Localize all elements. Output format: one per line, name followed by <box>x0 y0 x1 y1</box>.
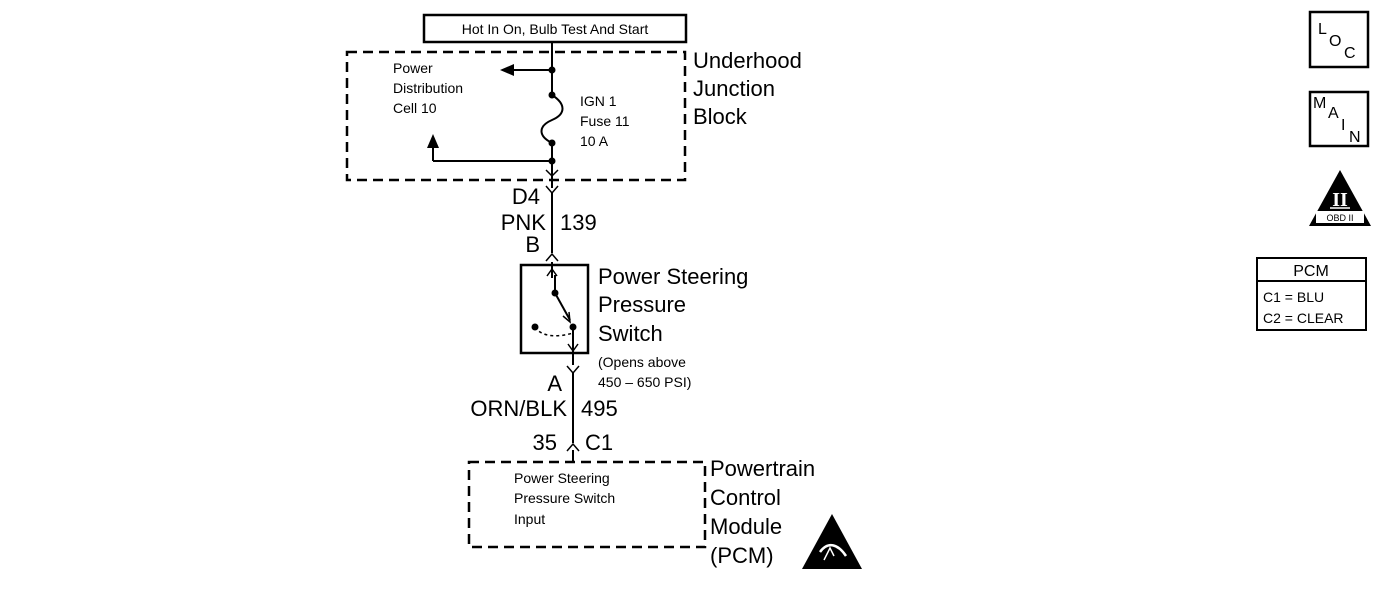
wire-color-orn-blk: ORN/BLK <box>470 396 567 421</box>
power-source-box <box>422 13 688 44</box>
svg-text:C: C <box>1344 45 1356 62</box>
fuse-symbol <box>540 94 564 144</box>
pcm-block <box>467 460 707 549</box>
switch-note: (Opens above 450 – 650 PSI) <box>598 354 691 390</box>
circuit-139: 139 <box>560 210 597 235</box>
pcm-title: Powertrain Control Module (PCM) <box>710 456 821 568</box>
svg-text:N: N <box>1349 129 1361 146</box>
pcm-connector-legend: PCM C1 = BLU C2 = CLEAR <box>1256 257 1367 331</box>
underhood-title: Underhood Junction Block <box>693 48 808 129</box>
svg-text:I: I <box>1341 117 1345 134</box>
fuse-label: IGN 1 Fuse 11 10 A <box>580 93 633 149</box>
pcm-input-label: Power Steering Pressure Switch Input <box>514 470 619 527</box>
obd-numeral: II <box>1332 189 1348 211</box>
obd-label: OBD II <box>1326 213 1353 223</box>
connector-a-label: A <box>547 371 562 396</box>
connector-b-symbol <box>545 252 559 262</box>
circuit-495: 495 <box>581 396 618 421</box>
connector-b-label: B <box>525 232 540 257</box>
svg-text:O: O <box>1329 33 1341 50</box>
svg-text:L: L <box>1318 21 1327 38</box>
underhood-junction-block <box>345 50 687 182</box>
pcm-legend-row-c2: C2 = CLEAR <box>1263 310 1344 326</box>
obd-ii-icon[interactable]: II OBD II <box>1309 170 1371 226</box>
connector-c1-label: C1 <box>585 430 613 455</box>
power-distribution-label: Power Distribution Cell 10 <box>393 60 467 116</box>
esd-warning-icon <box>802 514 862 569</box>
arrow-left-icon <box>500 64 514 76</box>
connector-d4-label: D4 <box>512 184 540 209</box>
pin-35-label: 35 <box>533 430 557 455</box>
pcm-legend-header: PCM <box>1293 263 1329 280</box>
loc-icon[interactable]: L O C <box>1308 10 1370 69</box>
svg-text:A: A <box>1328 105 1339 122</box>
arrow-up-icon <box>427 134 439 148</box>
connector-a-symbol <box>566 365 580 375</box>
main-icon[interactable]: M A I N <box>1308 90 1370 148</box>
svg-text:M: M <box>1313 95 1326 112</box>
power-source-label: Hot In On, Bulb Test And Start <box>462 21 649 37</box>
pcm-legend-row-c1: C1 = BLU <box>1263 289 1324 305</box>
connector-c1-symbol <box>566 442 580 452</box>
switch-title: Power Steering Pressure Switch <box>598 264 755 346</box>
wire-color-pnk: PNK <box>501 210 547 235</box>
